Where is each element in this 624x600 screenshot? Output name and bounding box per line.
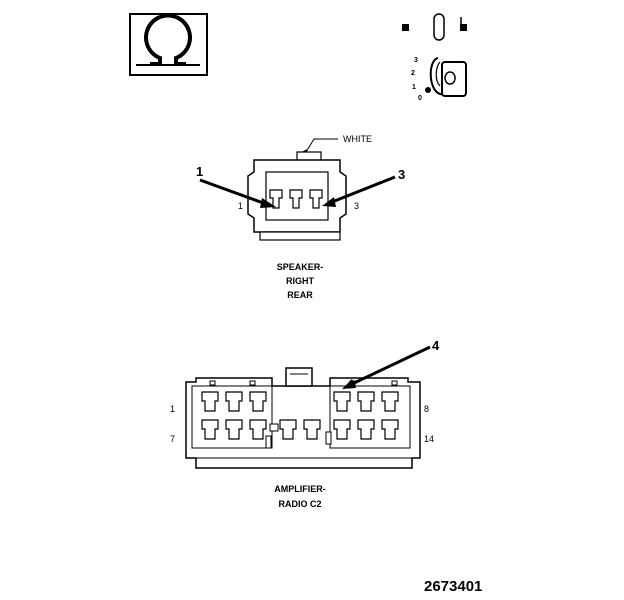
amp-cavity-top-4 xyxy=(333,391,351,412)
speaker-caption-line-3: REAR xyxy=(287,290,313,300)
wire-color-label: WHITE xyxy=(343,134,372,144)
amp-pin-7-label: 7 xyxy=(170,434,175,444)
amp-cavity-top-5 xyxy=(357,391,375,412)
ignition-position-0: 0 xyxy=(418,95,422,102)
amp-cavity-bottom-6 xyxy=(333,419,351,440)
figure-number: 2673401 xyxy=(424,578,482,595)
ignition-position-1: 1 xyxy=(412,84,416,91)
amp-cavity-top-1 xyxy=(201,391,219,412)
speaker-pin-1-label: 1 xyxy=(238,201,243,211)
amp-latch-nub-4 xyxy=(391,380,398,386)
speaker-connector xyxy=(247,151,347,241)
amp-cavity-top-3 xyxy=(249,391,267,412)
amp-caption-line-1: AMPLIFIER- xyxy=(274,484,326,494)
amp-cavity-bottom-5 xyxy=(303,419,321,440)
amp-cavity-bottom-2 xyxy=(225,419,243,440)
amplifier-connector xyxy=(185,367,421,469)
ignition-position-3: 3 xyxy=(414,57,418,64)
speaker-caption-line-1: SPEAKER- xyxy=(277,262,324,272)
ohm-symbol-icon xyxy=(129,13,208,76)
ignition-position-2: 2 xyxy=(411,70,415,77)
speaker-caption-line-2: RIGHT xyxy=(286,276,315,286)
amp-pin-1-label: 1 xyxy=(170,404,175,414)
amp-caption-line-2: RADIO C2 xyxy=(278,499,321,509)
callout-4: 4 xyxy=(432,338,440,353)
amp-latch-nub-1 xyxy=(209,380,216,386)
amp-cavity-bottom-3 xyxy=(249,419,267,440)
amp-latch-nub-2 xyxy=(249,380,256,386)
callout-1: 1 xyxy=(196,164,203,179)
amp-cavity-bottom-1 xyxy=(201,419,219,440)
amp-cavity-bottom-4 xyxy=(279,419,297,440)
amp-pin-14-label: 14 xyxy=(424,434,434,444)
callout-3: 3 xyxy=(398,167,405,182)
speaker-pin-3-label: 3 xyxy=(354,201,359,211)
amp-cavity-top-2 xyxy=(225,391,243,412)
amp-cavity-bottom-7 xyxy=(357,419,375,440)
amp-pin-8-label: 8 xyxy=(424,404,429,414)
ignition-key-icon xyxy=(402,13,467,97)
amp-cavity-bottom-8 xyxy=(381,419,399,440)
amp-cavity-top-6 xyxy=(381,391,399,412)
